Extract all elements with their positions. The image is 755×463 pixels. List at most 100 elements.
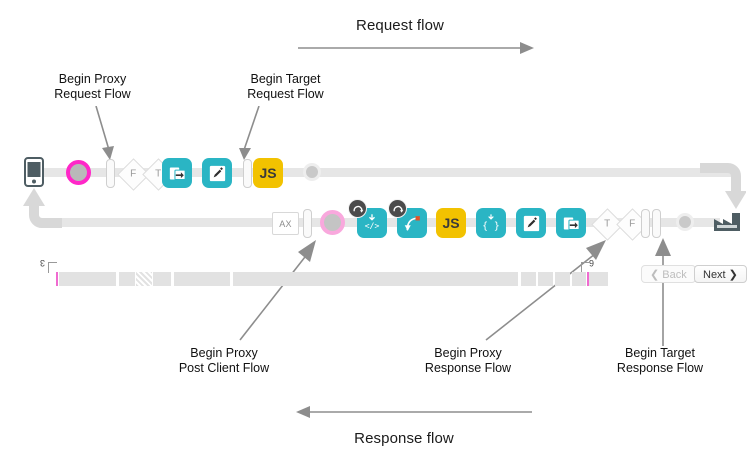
- callout-begin-proxy-request: Begin Proxy Request Flow: [20, 72, 165, 102]
- target-server-icon: [712, 210, 742, 232]
- request-to-target-arrow: [700, 163, 746, 209]
- callout-arrow-post-client: [239, 240, 316, 341]
- code-icon: </>: [365, 214, 379, 231]
- policy-bar-1[interactable]: [106, 159, 115, 188]
- dot-shape: [303, 163, 321, 181]
- callout-line-2: Response Flow: [616, 361, 704, 375]
- proxy-endpoint-dot[interactable]: [676, 213, 694, 231]
- bar-shape: [243, 159, 252, 188]
- request-flow-arrow: [298, 42, 534, 54]
- pencil-icon: [209, 165, 225, 181]
- callout-begin-proxy-response: Begin Proxy Response Flow: [394, 346, 542, 376]
- extract-variables-policy[interactable]: </>: [348, 199, 387, 238]
- timeline-segment[interactable]: [233, 272, 518, 286]
- ax-flag[interactable]: AX: [272, 212, 299, 235]
- target-endpoint-dot[interactable]: [303, 163, 321, 181]
- policy-bar-4[interactable]: [641, 209, 650, 238]
- callout-begin-proxy-post-client: Begin Proxy Post Client Flow: [150, 346, 298, 376]
- ax-box: AX: [272, 212, 299, 235]
- bar-shape: [641, 209, 650, 238]
- timeline-right-marker-line: [581, 262, 590, 273]
- bar-shape: [303, 209, 312, 238]
- braces-icon: { }: [482, 214, 500, 232]
- back-button[interactable]: ❮ Back: [641, 265, 696, 283]
- policy-bar-2[interactable]: [243, 159, 252, 188]
- callout-line-2: Post Client Flow: [178, 361, 270, 375]
- condition-label: T: [154, 168, 162, 180]
- callout-arrow-begin-proxy-request: [95, 106, 114, 160]
- timeline-segment[interactable]: [589, 272, 608, 286]
- callout-line-1: Begin Target: [250, 72, 321, 86]
- timeline-segment[interactable]: [538, 272, 553, 286]
- edit-policy[interactable]: [202, 158, 232, 188]
- policy-square: { }: [476, 208, 506, 238]
- js-label: JS: [259, 165, 277, 181]
- callout-line-2: Request Flow: [54, 87, 131, 101]
- timeline-segment[interactable]: [572, 272, 586, 286]
- timeline-segment[interactable]: [555, 272, 570, 286]
- proxy-request-start-ring[interactable]: [66, 160, 91, 185]
- timeline-left-marker-line: [48, 262, 57, 273]
- timeline-segment[interactable]: [521, 272, 536, 286]
- timeline-segment[interactable]: [174, 272, 230, 286]
- response-to-client-arrow: [23, 188, 62, 228]
- next-button[interactable]: Next ❯: [694, 265, 747, 283]
- pencil-icon: [523, 215, 539, 231]
- policy-square: [162, 158, 192, 188]
- policy-square: [516, 208, 546, 238]
- json-policy[interactable]: { }: [476, 208, 506, 238]
- callout-arrow-target-response: [655, 238, 671, 346]
- policy-bar-5[interactable]: [652, 209, 661, 238]
- timeline-segment[interactable]: [153, 272, 171, 286]
- callout-line-2: Request Flow: [247, 87, 324, 101]
- js-label: JS: [442, 215, 460, 231]
- policy-square: [388, 199, 427, 238]
- request-flow-title: Request flow: [356, 17, 444, 34]
- policy-square: [202, 158, 232, 188]
- rotate-icon-badge: [348, 199, 367, 218]
- timeline-hatch-segment[interactable]: [136, 272, 152, 286]
- raise-fault-policy[interactable]: [388, 199, 427, 238]
- share-icon: [169, 167, 186, 180]
- bar-shape: [106, 159, 115, 188]
- assign-message-response[interactable]: [556, 208, 586, 238]
- dot-shape: [676, 213, 694, 231]
- rotate-icon-badge: [388, 199, 407, 218]
- timeline-left-marker-label: 3: [40, 258, 46, 268]
- rotate-icon: [352, 205, 363, 213]
- response-flow-arrow: [296, 406, 532, 418]
- callout-line-1: Begin Proxy: [434, 346, 502, 360]
- flow-arrow-icon: [404, 215, 420, 231]
- callout-line-1: Begin Target: [625, 346, 695, 360]
- svg-text:{ }: { }: [482, 221, 500, 232]
- timeline-playhead[interactable]: [56, 272, 58, 286]
- callout-arrow-proxy-response: [485, 240, 606, 341]
- timeline-playhead[interactable]: [587, 272, 589, 286]
- client-device-icon: [24, 157, 44, 187]
- policy-square-js: JS: [253, 158, 283, 188]
- policy-bar-3[interactable]: [303, 209, 312, 238]
- assign-message-policy[interactable]: [162, 158, 192, 188]
- edit-policy-response[interactable]: [516, 208, 546, 238]
- factory-icon: [714, 213, 740, 231]
- post-client-ring[interactable]: [320, 210, 345, 235]
- timeline-scrubber[interactable]: [0, 272, 755, 288]
- javascript-policy-response[interactable]: JS: [436, 208, 466, 238]
- ring-shape: [66, 160, 91, 185]
- response-flow-title: Response flow: [354, 430, 454, 447]
- callout-begin-target-response: Begin Target Response Flow: [586, 346, 734, 376]
- policy-square: [556, 208, 586, 238]
- ax-label: AX: [279, 218, 292, 229]
- timeline-segment[interactable]: [119, 272, 135, 286]
- callout-begin-target-request: Begin Target Request Flow: [213, 72, 358, 102]
- callout-line-1: Begin Proxy: [58, 72, 127, 86]
- condition-label: F: [628, 218, 636, 230]
- share-icon: [563, 217, 580, 230]
- javascript-policy[interactable]: JS: [253, 158, 283, 188]
- policy-square: </>: [348, 199, 387, 238]
- ring-shape: [320, 210, 345, 235]
- callout-line-2: Response Flow: [424, 361, 512, 375]
- timeline-segment[interactable]: [59, 272, 116, 286]
- bar-shape: [652, 209, 661, 238]
